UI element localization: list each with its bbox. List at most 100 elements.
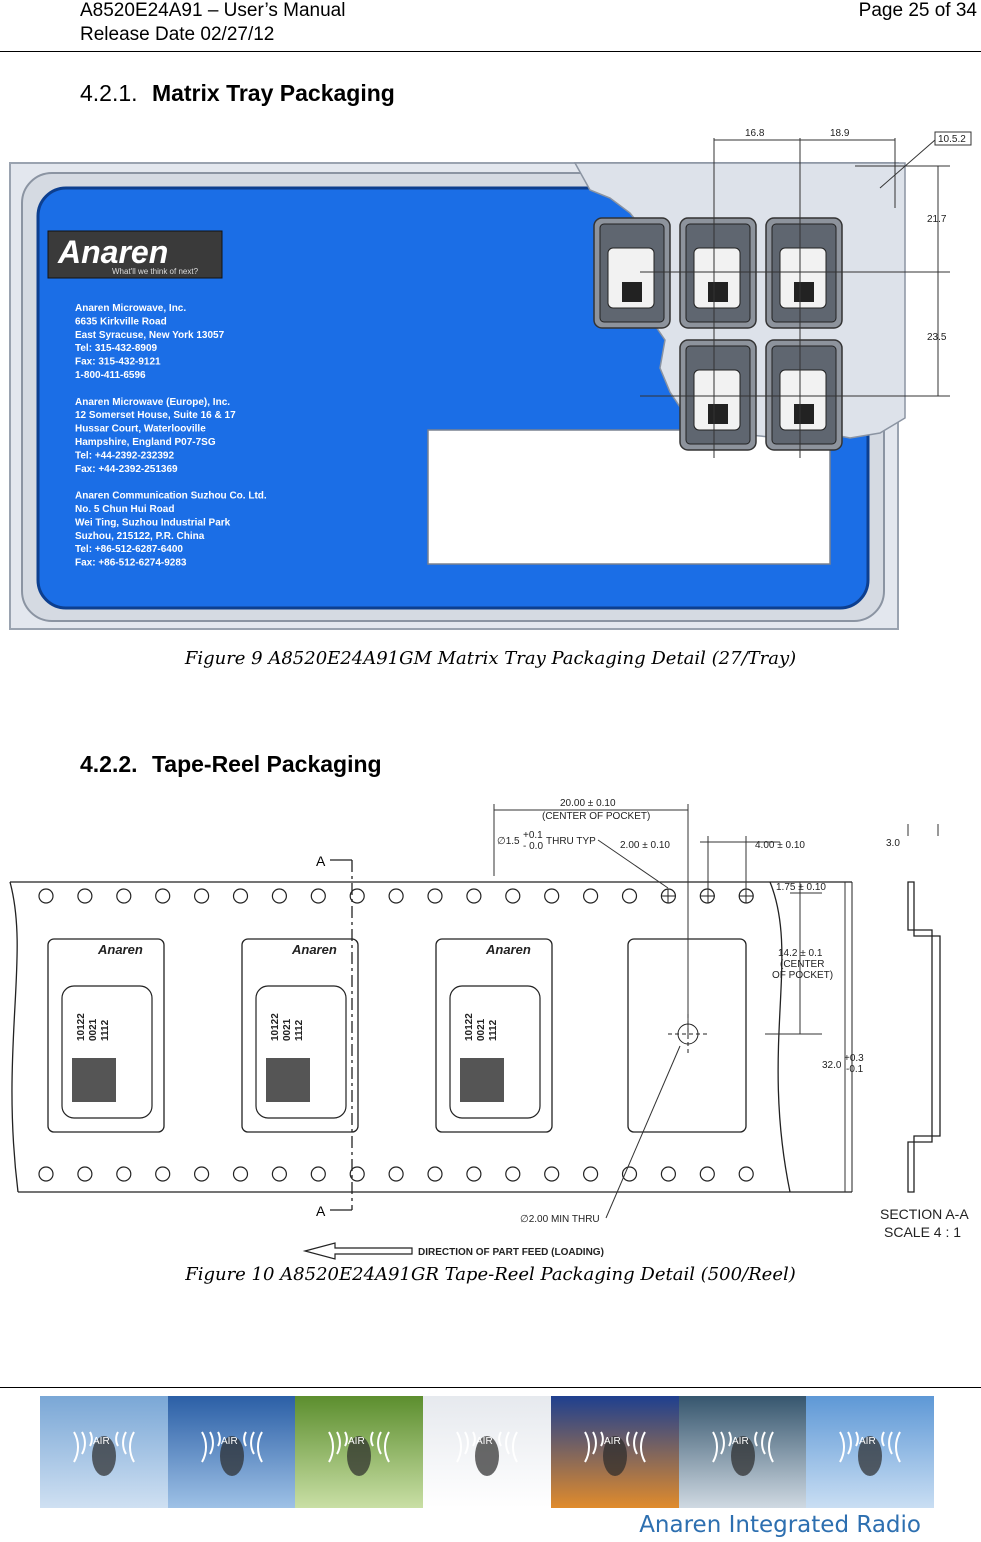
release-date: Release Date 02/27/12 — [80, 24, 275, 45]
figure-10-caption: Figure 10 A8520E24A91GR Tape-Reel Packag… — [185, 1264, 796, 1285]
dim-edge: 1.75 ± 0.10 — [776, 882, 826, 893]
sprocket-hole — [194, 1166, 210, 1182]
tray-module — [593, 217, 671, 329]
address-line: Tel: +44-2392-232392 — [75, 450, 174, 461]
sprocket-hole — [582, 888, 599, 904]
module-code: 0021 — [282, 1018, 293, 1041]
banner-panel: AIR — [40, 1396, 168, 1508]
sprocket-hole — [544, 888, 560, 904]
dim-thickness: 3.0 — [886, 838, 900, 849]
address-line: 12 Somerset House, Suite 16 & 17 — [75, 410, 236, 421]
air-badge: AIR — [93, 1436, 110, 1447]
air-badge: AIR — [348, 1436, 365, 1447]
module-code: 1112 — [488, 1019, 499, 1041]
page-number: Page 25 of 34 — [858, 0, 977, 21]
dim-hole-tol-plus: +0.1 — [523, 830, 543, 841]
dim-pitch-note: (CENTER OF POCKET) — [542, 811, 650, 822]
document-title: A8520E24A91 – User’s Manual — [80, 0, 346, 21]
sprocket-hole — [310, 1166, 326, 1182]
sprocket-hole — [155, 888, 171, 904]
air-badge: AIR — [732, 1436, 749, 1447]
dim-hole-pitch: 4.00 ± 0.10 — [755, 840, 805, 851]
tray-module — [679, 217, 757, 329]
sprocket-hole — [271, 888, 287, 904]
figure-9-caption: Figure 9 A8520E24A91GM Matrix Tray Packa… — [184, 648, 797, 669]
sprocket-hole — [116, 888, 132, 904]
tray-module — [765, 339, 843, 451]
address-line: Hussar Court, Waterlooville — [75, 424, 206, 435]
sprocket-hole — [582, 1166, 599, 1182]
sprocket-hole — [505, 888, 521, 904]
sprocket-hole — [505, 1166, 521, 1182]
section-a-top: A — [316, 853, 326, 869]
dim-width-tol-minus: -0.1 — [846, 1064, 864, 1075]
sprocket-hole — [349, 888, 365, 904]
module-code: 0021 — [88, 1018, 99, 1041]
sprocket-hole — [621, 888, 638, 904]
dim-width-tol-plus: +0.3 — [844, 1053, 864, 1064]
matrix-tray-figure: Anaren What'll we think of next? Anaren … — [9, 128, 972, 630]
page-header: A8520E24A91 – User’s Manual Release Date… — [0, 0, 981, 52]
sprocket-hole — [38, 1166, 54, 1182]
module-code: 0021 — [476, 1018, 487, 1041]
feed-direction: DIRECTION OF PART FEED (LOADING) — [418, 1247, 604, 1258]
dim-top-a: 16.8 — [745, 128, 765, 139]
air-badge: AIR — [476, 1436, 493, 1447]
dim-pocket-note-1: (CENTER — [780, 959, 824, 970]
tray-module — [679, 339, 757, 451]
section-scale: SCALE 4 : 1 — [884, 1224, 961, 1240]
sprocket-hole — [155, 1166, 171, 1182]
address-line: Hampshire, England P07-7SG — [75, 437, 216, 448]
address-line: Fax: +86-512-6274-9283 — [75, 558, 187, 569]
tray-modules — [593, 217, 843, 451]
dim-corner: 10.5.2 — [938, 134, 966, 145]
address-line: Anaren Microwave (Europe), Inc. — [75, 397, 230, 408]
banner-panel: AIR — [678, 1396, 807, 1508]
section-title: Matrix Tray Packaging — [151, 80, 395, 106]
sprocket-hole — [232, 1166, 249, 1182]
sprocket-hole — [194, 888, 210, 904]
sprocket-hole — [427, 1166, 443, 1182]
address-line: Fax: 315-432-9121 — [75, 357, 161, 368]
dim-min-thru: ∅2.00 MIN THRU — [520, 1214, 600, 1225]
module-logo: Anaren — [291, 942, 337, 957]
dim-right-a: 21.7 — [927, 214, 947, 225]
sprocket-holes — [38, 888, 754, 1182]
dim-pitch: 20.00 ± 0.10 — [560, 798, 616, 809]
address-line: Tel: 315-432-8909 — [75, 343, 158, 354]
dim-hole-offset: 2.00 ± 0.10 — [620, 840, 670, 851]
sprocket-hole — [388, 888, 404, 904]
module-code: 1112 — [294, 1019, 305, 1041]
sprocket-hole — [466, 1166, 482, 1182]
banner-panel: AIR — [167, 1396, 296, 1508]
sprocket-hole — [349, 1166, 365, 1182]
sprocket-hole — [116, 1166, 132, 1182]
address-line: Anaren Microwave, Inc. — [75, 303, 186, 314]
sprocket-hole — [310, 888, 326, 904]
address-line: 6635 Kirkville Road — [75, 316, 167, 327]
dim-thru: THRU TYP — [546, 836, 596, 847]
sprocket-hole — [77, 1166, 93, 1182]
anaren-tagline: What'll we think of next? — [112, 267, 199, 276]
module-logo: Anaren — [485, 942, 531, 957]
banner-panel: AIR — [550, 1396, 679, 1508]
sprocket-hole — [427, 888, 443, 904]
address-line: Wei Ting, Suzhou Industrial Park — [75, 517, 231, 528]
dim-width: 32.0 — [822, 1060, 842, 1071]
module-code: 10122 — [464, 1013, 475, 1041]
address-line: East Syracuse, New York 13057 — [75, 330, 225, 341]
banner-panel: AIR — [295, 1396, 424, 1508]
section-title: Tape-Reel Packaging — [151, 751, 382, 777]
sprocket-hole — [271, 1166, 287, 1182]
module-code: 10122 — [270, 1013, 281, 1041]
sprocket-hole — [738, 1166, 754, 1182]
address-line: No. 5 Chun Hui Road — [75, 504, 174, 515]
sprocket-hole — [77, 888, 93, 904]
address-line: Anaren Communication Suzhou Co. Ltd. — [75, 491, 267, 502]
tray-module — [765, 217, 843, 329]
section-label: SECTION A-A — [880, 1206, 969, 1222]
